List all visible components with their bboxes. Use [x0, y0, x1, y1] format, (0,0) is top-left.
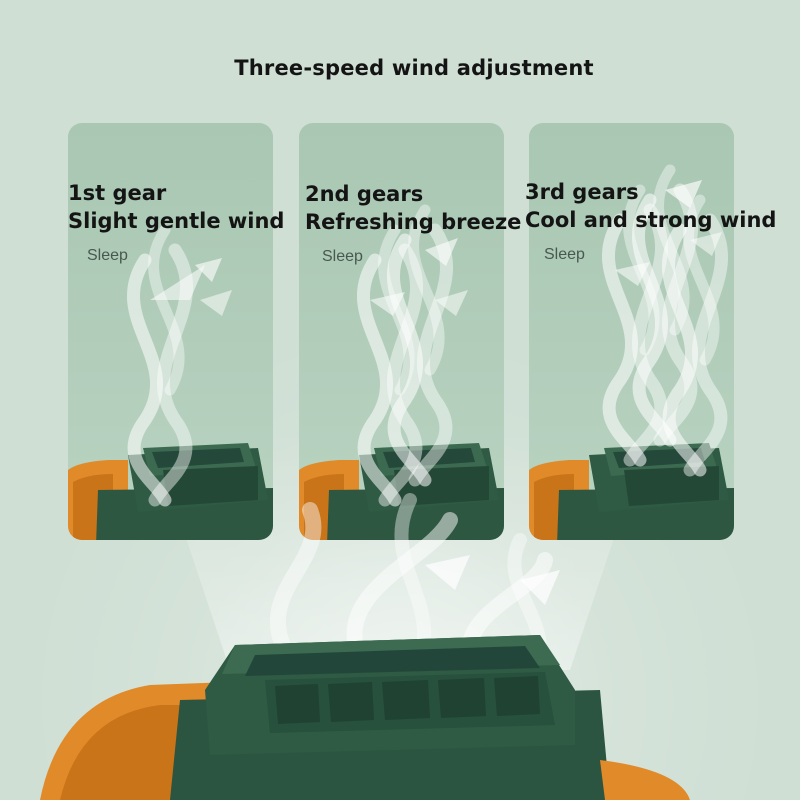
gear-label: 2nd gears — [305, 182, 424, 206]
mode-label: Sleep — [87, 247, 128, 264]
fan-device-image — [40, 635, 690, 800]
mode-label: Sleep — [544, 246, 585, 263]
mode-label: Sleep — [322, 248, 363, 265]
gear-card-3 — [529, 123, 734, 540]
gear-description: Refreshing breeze — [305, 210, 522, 234]
gear-card-1-text: 1st gear Slight gentle wind Sleep — [68, 179, 284, 265]
gear-description: Cool and strong wind — [525, 208, 777, 232]
gear-label: 1st gear — [68, 181, 167, 205]
gear-description: Slight gentle wind — [68, 209, 285, 233]
page-title: Three-speed wind adjustment — [234, 56, 594, 80]
gear-card-3-text: 3rd gears Cool and strong wind Sleep — [525, 178, 776, 264]
gear-card-1 — [68, 123, 273, 540]
gear-card-2-text: 2nd gears Refreshing breeze Sleep — [305, 180, 521, 266]
gear-card-2 — [299, 123, 504, 540]
gear-label: 3rd gears — [525, 180, 639, 204]
